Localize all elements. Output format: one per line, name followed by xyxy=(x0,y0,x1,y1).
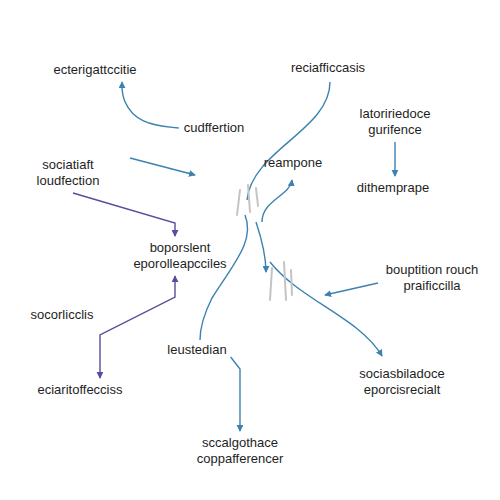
node-text: cudffertion xyxy=(184,120,244,136)
leader-arrow xyxy=(256,222,266,272)
text-node: eciaritoffecciss xyxy=(35,381,124,399)
grey-stroke xyxy=(270,268,272,300)
grey-stroke xyxy=(256,188,258,206)
edge-label: socorlicclis xyxy=(29,307,96,323)
leader-line xyxy=(247,82,330,200)
text-node: reciafficcasis xyxy=(289,59,367,77)
text-node: bouptition rouch praificcilla xyxy=(380,261,484,295)
node-text: reampone xyxy=(264,155,323,171)
text-node: leustedian xyxy=(165,341,228,359)
node-text: eciaritoffecciss xyxy=(37,382,122,398)
node-text: sociasbiladoce eporcisrecialt xyxy=(359,366,444,398)
leader-arrow xyxy=(270,262,382,356)
text-node: latoririedoce gurifence xyxy=(358,105,433,139)
node-text: dithemprape xyxy=(357,180,429,196)
node-text: latoririedoce gurifence xyxy=(360,106,431,138)
connector-arrow xyxy=(231,357,240,431)
text-node: sccalgothace coppafferencer xyxy=(195,434,285,468)
node-text: leustedian xyxy=(167,342,226,358)
leader-arrow xyxy=(262,180,292,222)
node-text: boporslent eporolleapcciles xyxy=(133,240,226,272)
connector-arrow xyxy=(394,142,395,176)
grey-stroke xyxy=(284,262,286,300)
grey-stroke xyxy=(291,270,292,295)
leader-arrow xyxy=(325,283,378,295)
text-node: boporslent eporolleapcciles xyxy=(131,239,228,273)
connector-arrow xyxy=(122,82,179,128)
text-node: sociatiaft loudfection xyxy=(35,156,102,190)
trunk-line xyxy=(200,215,248,340)
text-node: sociasbiladoce eporcisrecialt xyxy=(357,365,446,399)
text-node: dithemprape xyxy=(355,179,431,197)
connector-arrow xyxy=(100,276,175,378)
text-node: reampone xyxy=(262,154,325,172)
grey-stroke xyxy=(248,185,250,212)
text-node: ecterigattccitie xyxy=(51,61,138,79)
node-text: bouptition rouch praificcilla xyxy=(382,262,482,294)
text-node: cudffertion xyxy=(182,119,246,137)
grey-stroke xyxy=(237,190,240,215)
leader-arrow xyxy=(130,158,195,175)
connector-arrow xyxy=(73,193,175,236)
node-text: sccalgothace coppafferencer xyxy=(197,435,283,467)
node-text: sociatiaft loudfection xyxy=(37,157,100,189)
node-text: ecterigattccitie xyxy=(53,62,136,78)
node-text: reciafficcasis xyxy=(291,60,365,76)
